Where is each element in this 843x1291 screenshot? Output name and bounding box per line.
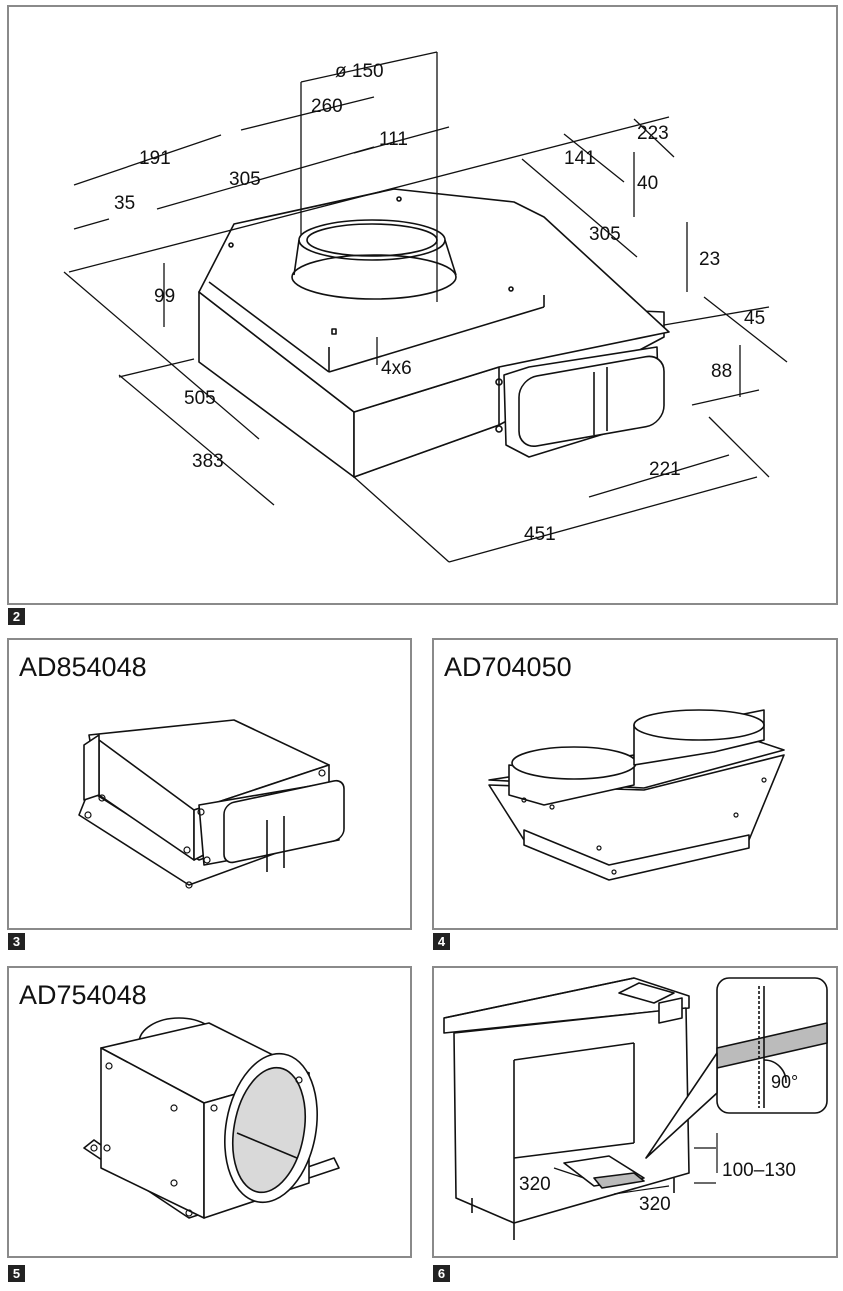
dim-100-130: 100–130 [722, 1160, 796, 1181]
dim-141: 141 [564, 148, 596, 169]
dim-260: 260 [311, 96, 343, 117]
figure-5-title: AD754048 [19, 980, 147, 1010]
figure-4-number: 4 [433, 933, 450, 950]
dim-4x6: 4x6 [381, 358, 412, 379]
ad704050-drawing [488, 709, 785, 881]
figure-2-panel: ø 150 260 191 111 223 141 305 35 40 305 … [7, 5, 838, 605]
dim-451: 451 [524, 524, 556, 545]
dim-305-top: 305 [229, 169, 261, 190]
dim-191: 191 [139, 148, 171, 169]
figure-3-title: AD854048 [19, 652, 147, 682]
figure-6-panel: 90° 100–130 320 320 [432, 966, 838, 1258]
dim-diameter-150: ø 150 [335, 61, 384, 82]
dim-223: 223 [637, 123, 669, 144]
dim-40: 40 [637, 173, 658, 194]
dim-221: 221 [649, 459, 681, 480]
figure-3-panel: AD854048 [7, 638, 412, 930]
figure-2-number: 2 [8, 608, 25, 625]
dim-35: 35 [114, 193, 135, 214]
figure-5-number: 5 [8, 1265, 25, 1282]
dim-305-right: 305 [589, 224, 621, 245]
dim-320-left: 320 [519, 1174, 551, 1195]
ventilation-box-dimension-drawing: ø 150 260 191 111 223 141 305 35 40 305 … [63, 51, 788, 563]
ad754048-drawing [83, 1017, 340, 1219]
dim-23: 23 [699, 249, 720, 270]
dim-505: 505 [184, 388, 216, 409]
figure-6-number: 6 [433, 1265, 450, 1282]
dim-99: 99 [154, 286, 175, 307]
cabinet-installation-drawing: 90° 100–130 320 320 [443, 977, 828, 1240]
dim-320-right: 320 [639, 1194, 671, 1215]
dim-88: 88 [711, 361, 732, 382]
ad854048-drawing [78, 719, 345, 889]
figure-5-panel: AD754048 [7, 966, 412, 1258]
dim-111: 111 [379, 129, 408, 150]
figure-3-number: 3 [8, 933, 25, 950]
dim-45: 45 [744, 308, 765, 329]
figure-4-panel: AD704050 [432, 638, 838, 930]
figure-4-title: AD704050 [444, 652, 572, 682]
angle-label: 90° [771, 1072, 798, 1092]
dim-383: 383 [192, 451, 224, 472]
